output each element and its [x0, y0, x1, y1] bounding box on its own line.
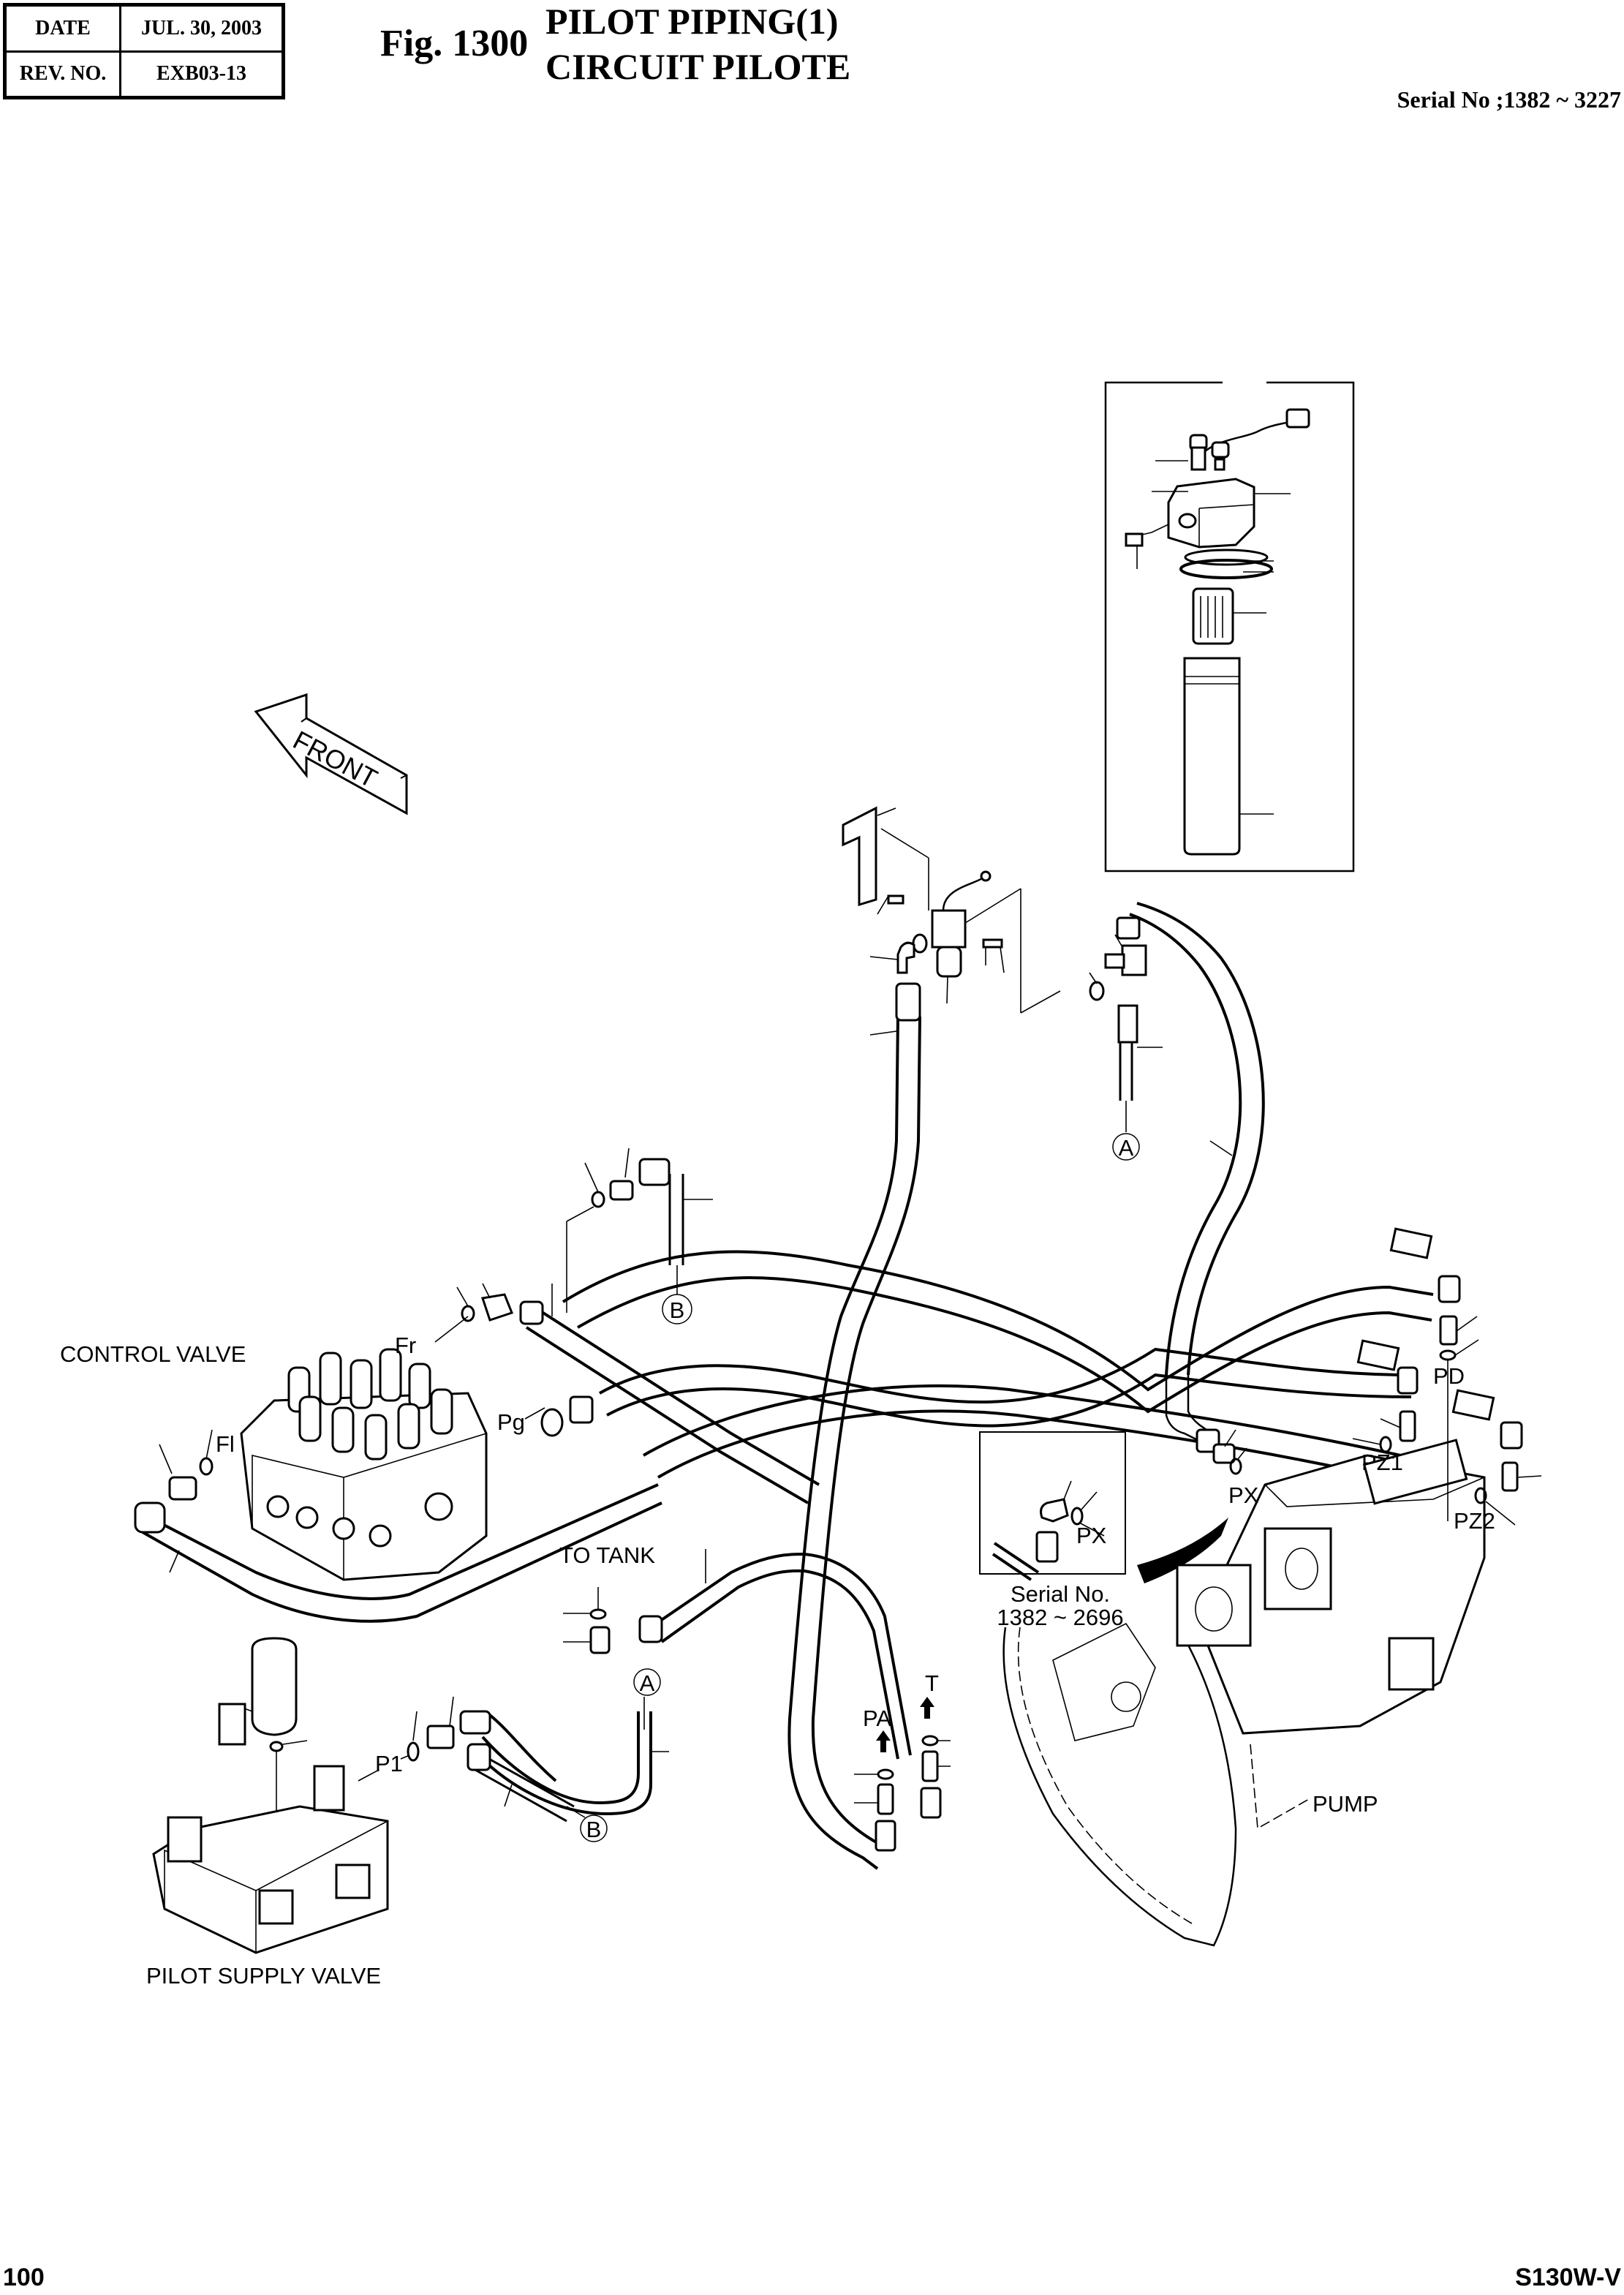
hose-a-bottom [470, 1697, 669, 1816]
pa-t-fittings [854, 1697, 951, 1852]
date-value: JUL. 30, 2003 [119, 4, 284, 53]
rev-label: REV. NO. [4, 50, 121, 99]
connector-a-top-label: A [1119, 1135, 1134, 1161]
hose-fr [456, 1283, 820, 1504]
port-label-pd: PD [1433, 1363, 1465, 1389]
tee-fitting [1089, 916, 1163, 1132]
hose-fl [134, 1429, 662, 1623]
date-label: DATE [4, 4, 121, 53]
solenoid-valve-assembly [842, 806, 1061, 1014]
connector-a-bottom-label: A [640, 1670, 655, 1696]
connector-b-bottom-label: B [586, 1817, 602, 1842]
hose-b-bottom [467, 1743, 586, 1823]
inset-serial-range: 1382 ~ 2696 [997, 1605, 1123, 1630]
inset-serial-label: Serial No. [1011, 1581, 1110, 1607]
connector-b-bottom: B [580, 1814, 608, 1842]
port-label-px: PX [1228, 1482, 1259, 1508]
page-number: 100 [3, 2264, 45, 2291]
filter-detail-inset [1104, 381, 1355, 873]
connector-a-top: A [1112, 1133, 1140, 1161]
connector-b-top-label: B [670, 1297, 685, 1323]
pilot-supply-valve [152, 1637, 557, 1954]
label-pump: PUMP [1313, 1791, 1378, 1817]
page-title-english: PILOT PIPING(1) [545, 1, 839, 42]
px-detail-inset [979, 1431, 1228, 1583]
front-arrow-icon: FRONT [254, 693, 408, 815]
serial-range: Serial No ;1382 ~ 3227 [1397, 86, 1621, 113]
port-label-p1: P1 [375, 1751, 403, 1776]
pd-pz-fittings [1196, 1275, 1542, 1526]
label-pilot-supply-valve: PILOT SUPPLY VALVE [146, 1963, 381, 1989]
port-label-fr: Fr [395, 1333, 416, 1358]
hose-solenoid-to-pa [788, 982, 921, 1870]
control-valve [240, 1348, 488, 1581]
model-code: S130W-V [1515, 2264, 1621, 2291]
port-label-pz2: PZ2 [1454, 1508, 1495, 1534]
page-title-french: CIRCUIT PILOTE [545, 46, 851, 87]
port-label-px-inset: PX [1076, 1523, 1107, 1548]
connector-b-top: B [662, 1294, 692, 1324]
port-label-pa: PA [863, 1706, 891, 1731]
connector-a-bottom: A [633, 1668, 661, 1696]
hose-pg [540, 1148, 713, 1437]
rev-value: EXB03-13 [119, 50, 284, 99]
hose-to-tank [563, 1549, 912, 1760]
port-label-fl: Fl [216, 1431, 235, 1457]
label-control-valve: CONTROL VALVE [60, 1341, 246, 1367]
port-label-pg: Pg [497, 1409, 525, 1435]
revision-table: DATE JUL. 30, 2003 REV. NO. EXB03-13 [3, 3, 285, 99]
pump [1002, 1439, 1486, 1947]
hose-tee-to-pump [1129, 902, 1265, 1442]
figure-number: Fig. 1300 [380, 23, 529, 64]
port-label-pz1: PZ1 [1361, 1450, 1403, 1475]
label-to-tank: TO TANK [559, 1542, 655, 1568]
port-label-t: T [925, 1670, 939, 1696]
cross-hoses [562, 1227, 1495, 1497]
